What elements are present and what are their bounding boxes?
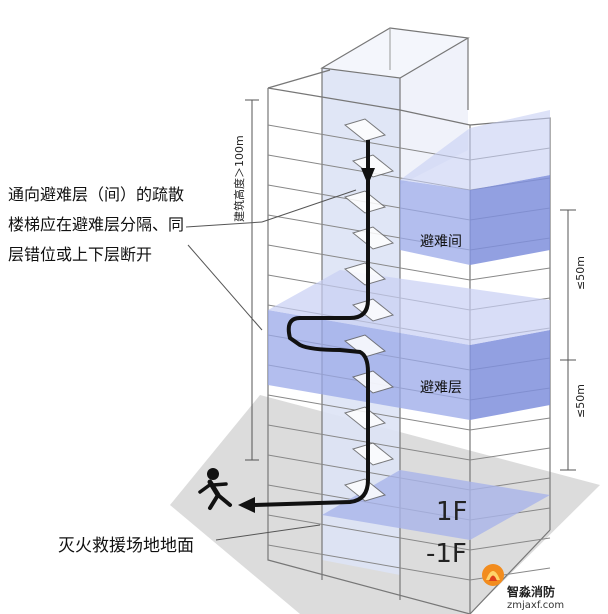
floor-slab-line	[267, 424, 551, 461]
stair-flight	[343, 118, 387, 142]
stair-flight	[343, 190, 387, 214]
stair-flights	[343, 118, 395, 502]
watermark-url: zmjaxf.com	[507, 600, 565, 611]
watermark-name: 智淼消防	[507, 585, 556, 599]
refuge-floor-label: 避难层	[420, 380, 462, 396]
height-dimension	[245, 99, 259, 461]
floor-b1-label: -1F	[426, 539, 467, 569]
floor-slab-line	[267, 514, 551, 551]
ground-floor-slab	[322, 470, 550, 540]
spacing-lower-label: ≤50m	[574, 384, 587, 418]
floor-slab-line	[267, 394, 551, 431]
floor-slab-line	[267, 544, 551, 581]
route-start-arrow	[361, 168, 375, 185]
spacing-dimensions	[560, 209, 576, 471]
ground-label: 灭火救援场地地面	[58, 536, 194, 556]
height-dimension-label: 建筑高度＞100m	[232, 135, 246, 222]
stair-flight	[343, 262, 387, 286]
floor-1f-label: 1F	[436, 497, 468, 527]
watermark-logo-icon	[482, 564, 504, 586]
refuge-room-label: 避难间	[420, 234, 462, 250]
callout-line-2: 楼梯应在避难层分隔、同	[8, 215, 185, 234]
stair-callout: 通向避难层（间）的疏散 楼梯应在避难层分隔、同 层错位或上下层断开	[8, 180, 238, 270]
floor-slab-line	[267, 244, 551, 281]
running-person-icon	[198, 468, 232, 510]
route-exit-arrow	[238, 497, 255, 513]
refuge-floor-volume	[268, 270, 550, 420]
callout-leaders	[185, 189, 357, 541]
evacuation-route	[254, 140, 370, 507]
spacing-upper-label: ≤50m	[574, 256, 587, 290]
callout-line-3: 层错位或上下层断开	[8, 245, 153, 264]
stair-flight	[343, 406, 387, 430]
watermark: 智淼消防 zmjaxf.com	[507, 586, 564, 612]
callout-line-1: 通向避难层（间）的疏散	[8, 185, 185, 204]
refuge-room-volume	[400, 110, 550, 265]
